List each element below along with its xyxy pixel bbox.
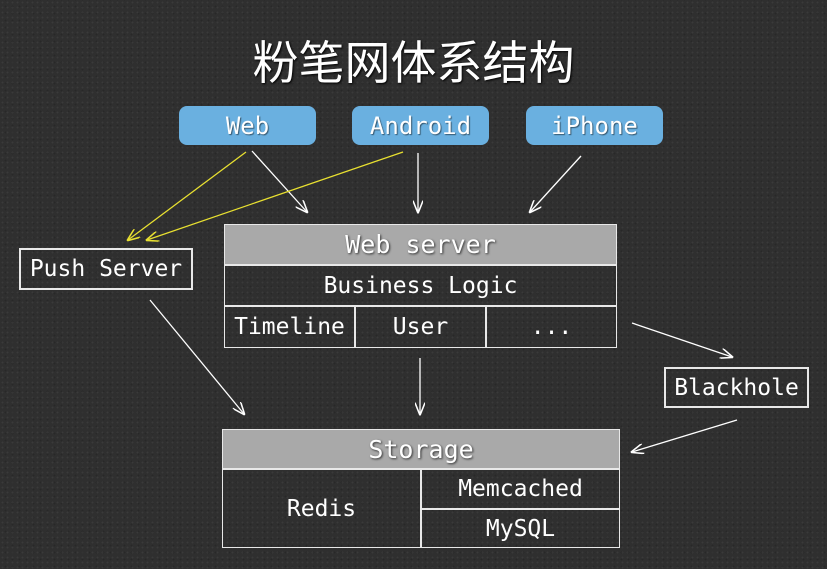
- client-web: Web: [179, 106, 316, 145]
- timeline-cell: Timeline: [224, 306, 355, 348]
- more-modules-cell: ...: [486, 306, 617, 348]
- client-android: Android: [352, 106, 489, 145]
- storage-header: Storage: [222, 429, 620, 469]
- web-server-header: Web server: [224, 224, 617, 265]
- arrow-blackhole-to-storage: [632, 419, 738, 452]
- user-cell: User: [355, 306, 486, 348]
- mysql-cell: MySQL: [421, 509, 620, 548]
- blackhole-box: Blackhole: [664, 367, 809, 408]
- push-server-box: Push Server: [19, 248, 193, 290]
- arrow-webserver-to-blackhole: [631, 322, 732, 357]
- client-iphone: iPhone: [526, 106, 663, 145]
- memcached-cell: Memcached: [421, 469, 620, 509]
- redis-cell: Redis: [222, 469, 421, 548]
- page-title: 粉笔网体系结构: [252, 36, 575, 90]
- arrow-web-to-push: [128, 151, 247, 240]
- arrow-iphone-to-webserver: [530, 155, 582, 212]
- arrow-android-to-push: [147, 151, 404, 240]
- business-logic-cell: Business Logic: [224, 265, 617, 306]
- arrow-web-to-webserver: [251, 150, 307, 212]
- arrow-push-to-storage: [149, 299, 244, 414]
